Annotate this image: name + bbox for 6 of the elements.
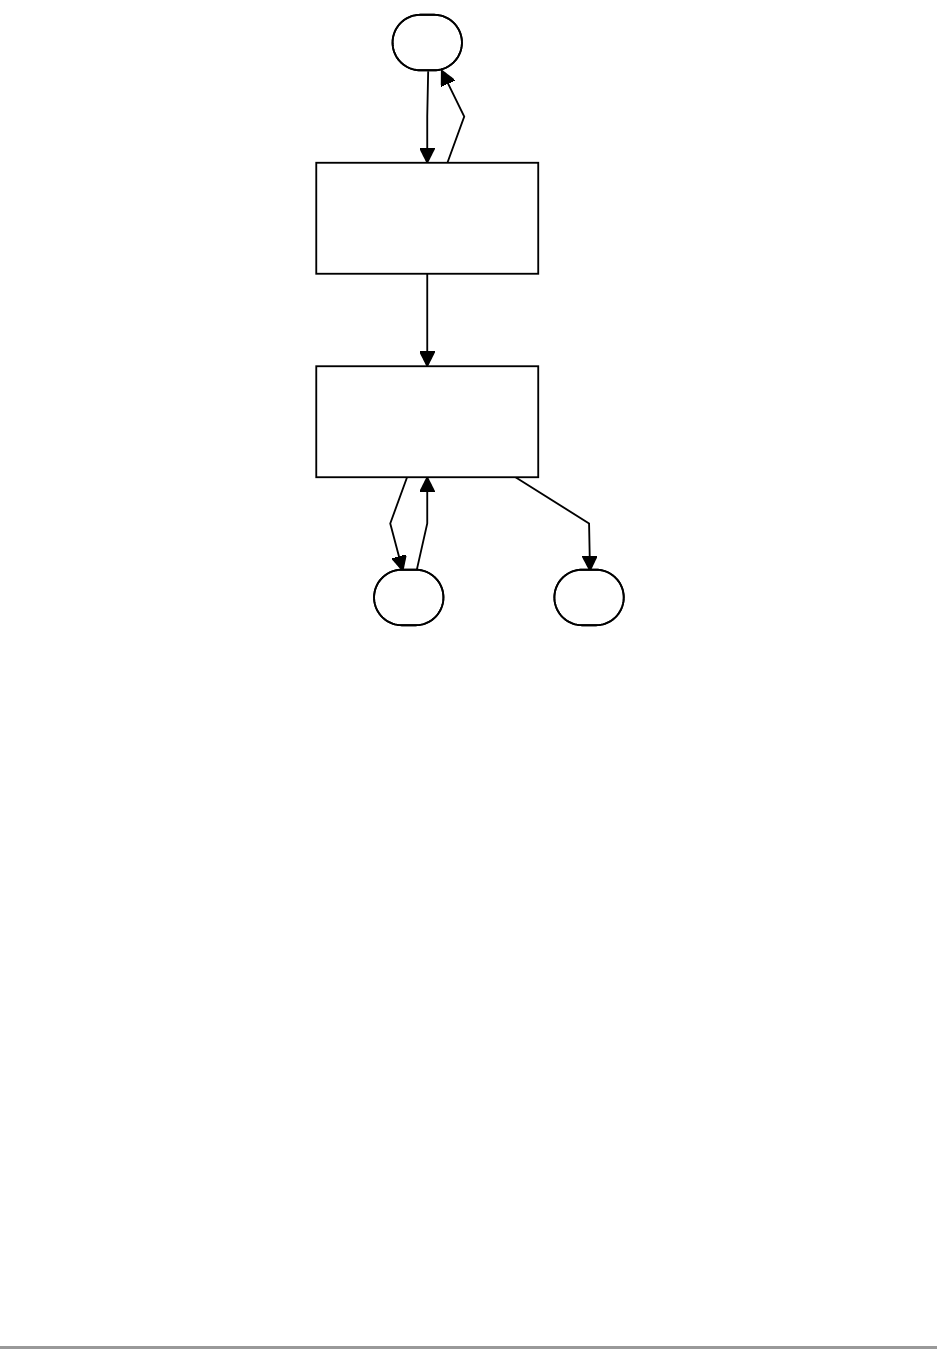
arrow <box>415 476 436 572</box>
arrow <box>440 69 466 164</box>
node-box <box>315 365 540 479</box>
arrow <box>419 70 436 164</box>
arrow <box>419 272 436 367</box>
node-box <box>315 161 540 275</box>
